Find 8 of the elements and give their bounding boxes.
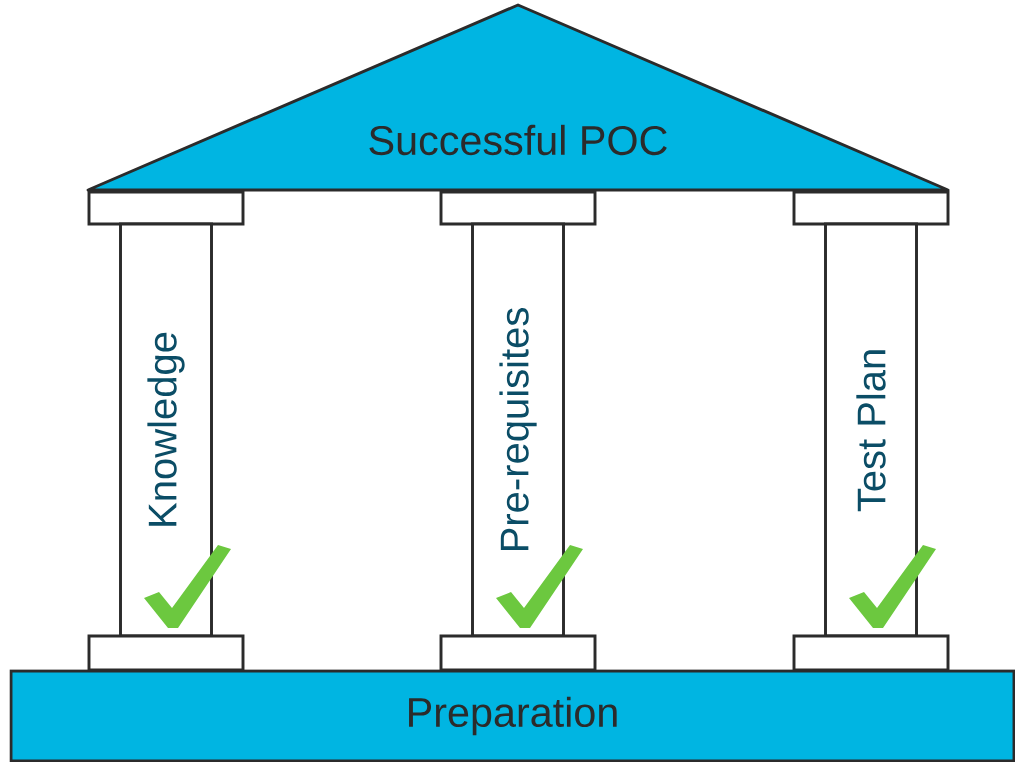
pillar-base [792, 634, 950, 672]
pillar-capital [792, 190, 950, 226]
pillar-capital [87, 190, 245, 226]
pillar-base [87, 634, 245, 672]
roof-triangle: Successful POC [86, 3, 950, 192]
foundation-bar: Preparation [9, 669, 1015, 762]
pillar-base [439, 634, 597, 672]
pillar-capital [439, 190, 597, 226]
